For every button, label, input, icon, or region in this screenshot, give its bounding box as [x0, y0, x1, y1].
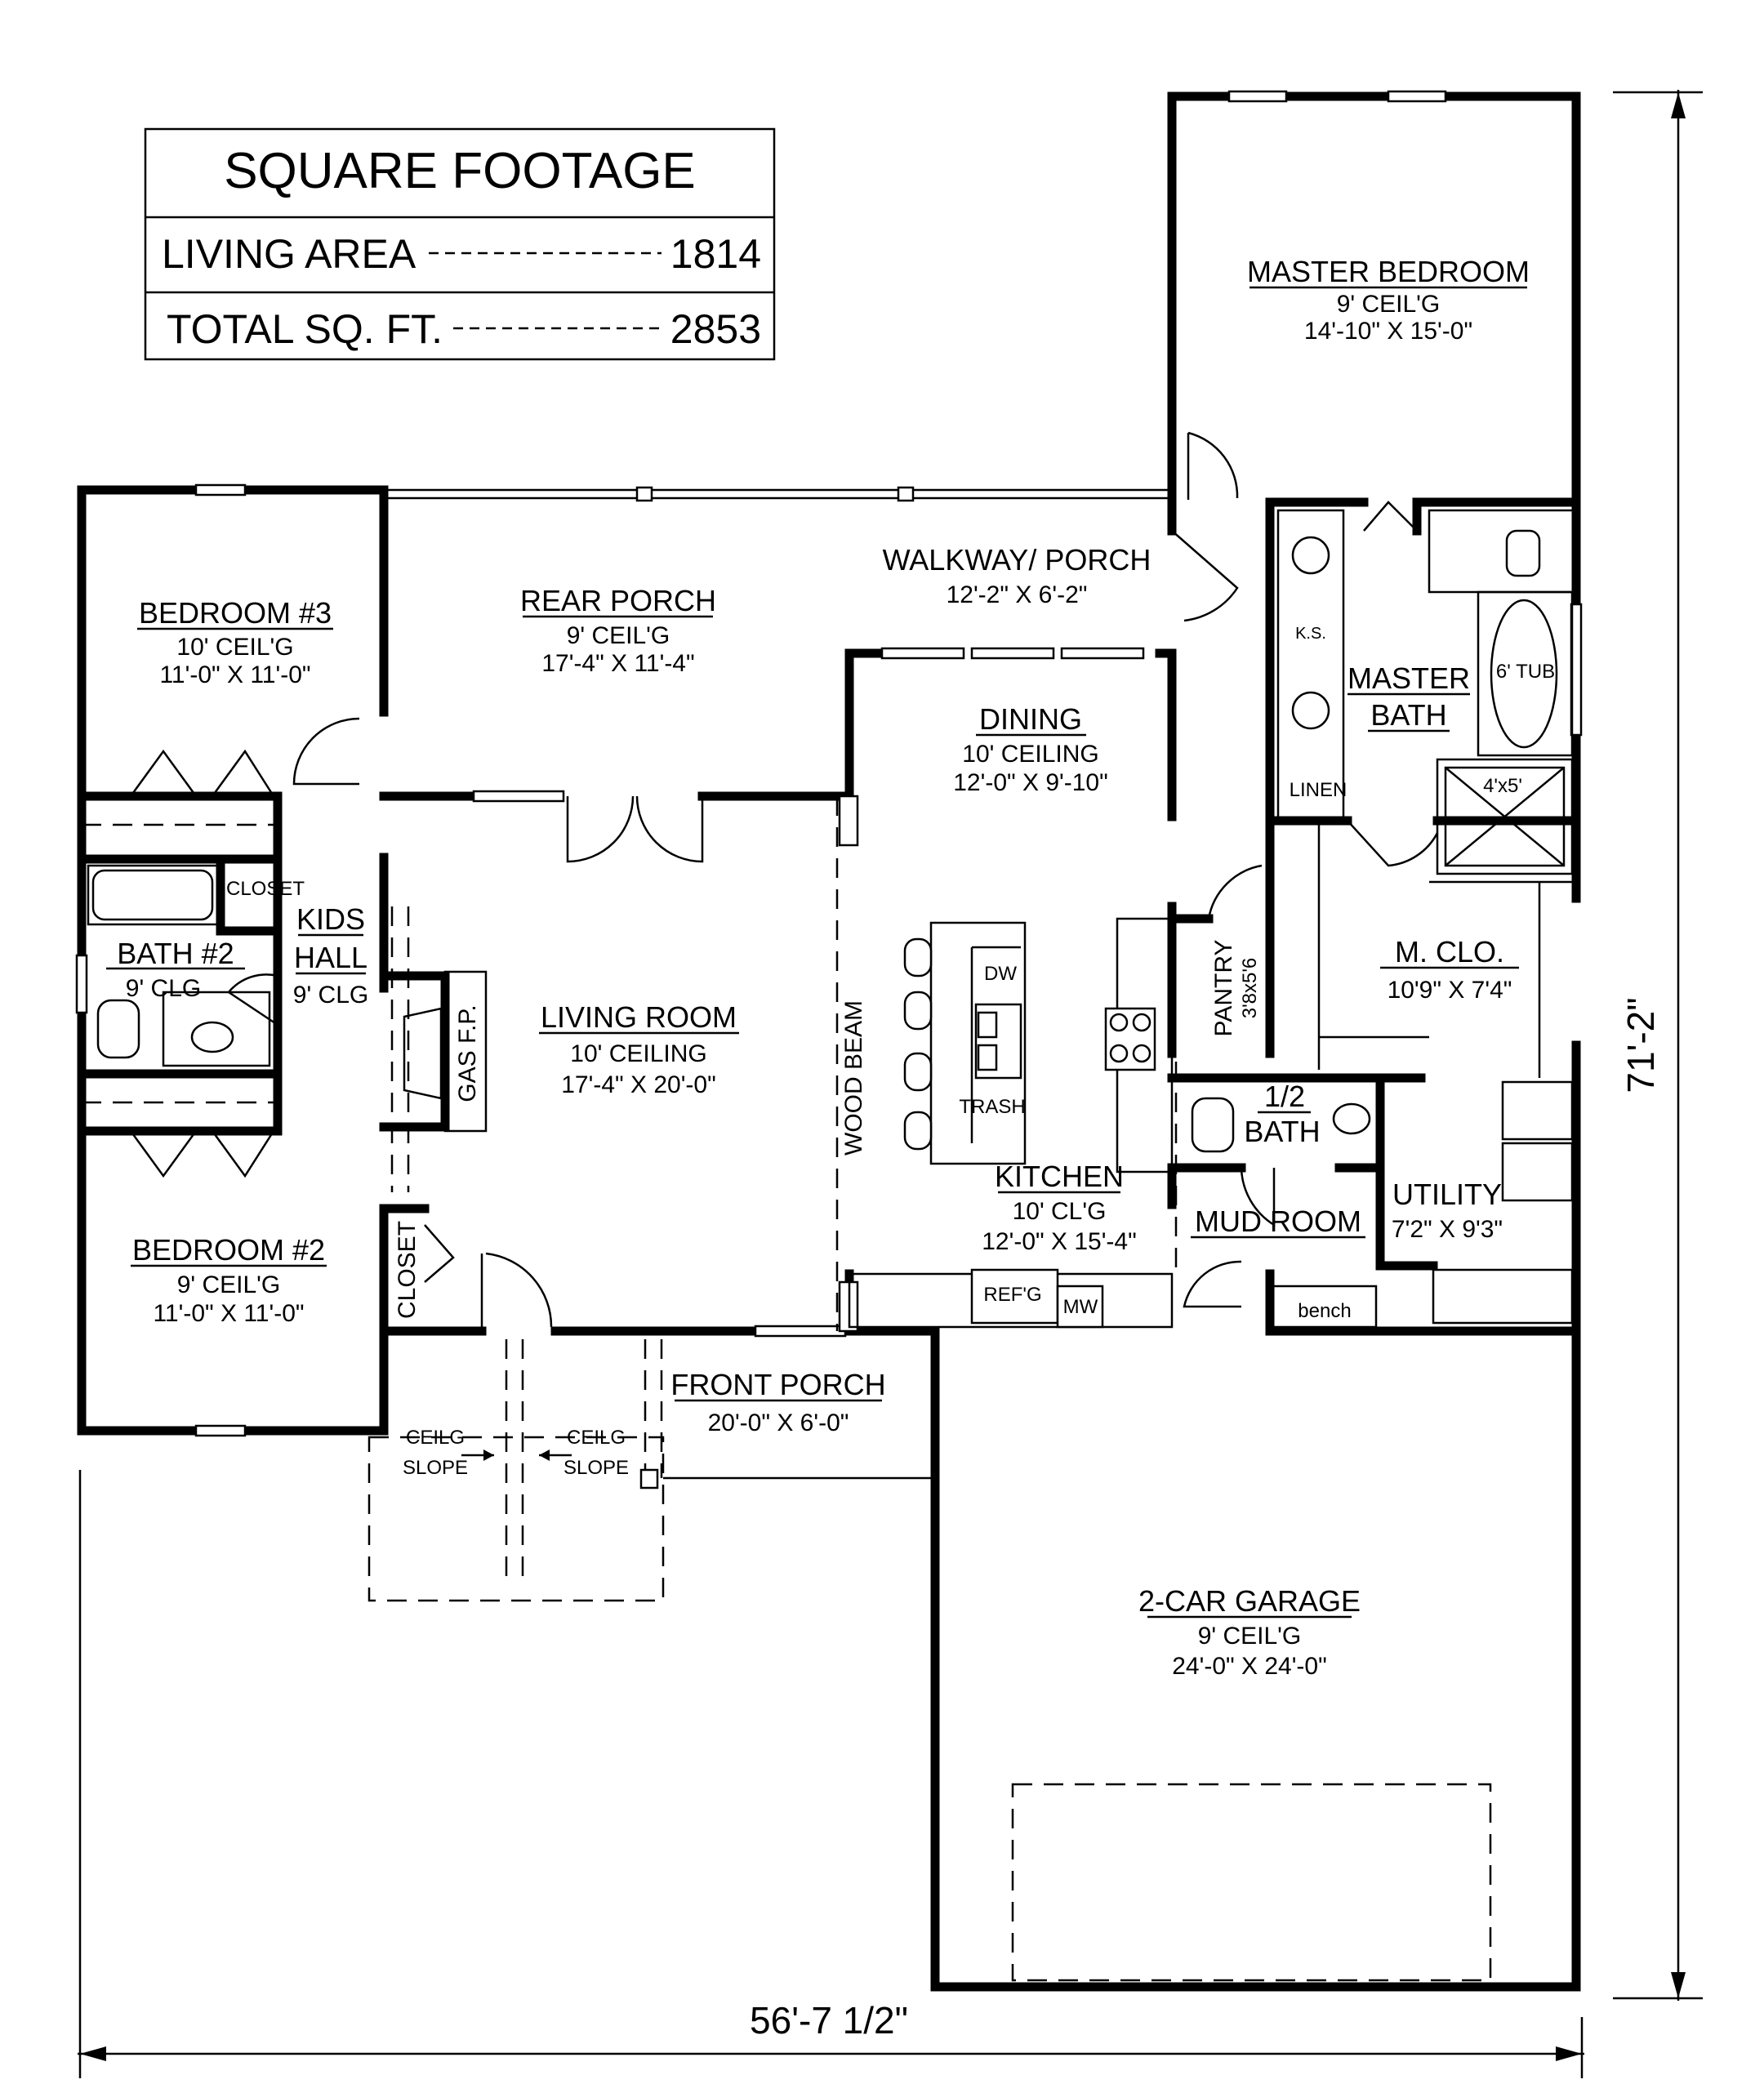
half-bath-line1: 1/2	[1264, 1080, 1305, 1113]
master-bedroom-ceiling: 9' CEIL'G	[1337, 291, 1441, 318]
ceilg-slope-right-2: SLOPE	[564, 1457, 629, 1479]
total-sqft-label: TOTAL SQ. FT.	[167, 306, 443, 352]
total-sqft-value: 2853	[670, 306, 761, 352]
dining-size: 12'-0" X 9'-10"	[953, 769, 1108, 796]
ceilg-slope-left-1: CEILG	[406, 1427, 465, 1449]
rear-porch-name: REAR PORCH	[520, 584, 716, 617]
master-bedroom-name: MASTER BEDROOM	[1247, 255, 1530, 288]
kids-hall-line2: HALL	[294, 941, 368, 974]
front-porch-size: 20'-0" X 6'-0"	[708, 1409, 849, 1436]
ceilg-slope-left-2: SLOPE	[403, 1457, 468, 1479]
rear-porch-ceiling: 9' CEIL'G	[567, 622, 670, 649]
master-closet-name: M. CLO.	[1395, 935, 1504, 969]
bedroom-2-ceiling: 9' CEIL'G	[177, 1271, 281, 1298]
half-bath-line2: BATH	[1244, 1115, 1320, 1148]
kids-hall-ceiling: 9' CLG	[293, 982, 368, 1009]
living-area-label: LIVING AREA	[162, 231, 416, 277]
kids-hall-line1: KIDS	[296, 902, 365, 936]
bedroom-3-size: 11'-0" X 11'-0"	[159, 661, 310, 688]
tub-label: 6' TUB	[1496, 661, 1555, 683]
depth-dimension: 71'-2"	[1619, 997, 1662, 1093]
microwave-label: MW	[1063, 1296, 1098, 1318]
master-bath-name-2: BATH	[1370, 698, 1446, 732]
rear-porch-size: 17'-4" X 11'-4"	[541, 650, 694, 677]
living-room-size: 17'-4" X 20'-0"	[561, 1071, 716, 1098]
garage-ceiling: 9' CEIL'G	[1198, 1623, 1302, 1650]
bench-label: bench	[1298, 1300, 1351, 1322]
room-labels: MASTER BEDROOM 9' CEIL'G 14'-10" X 15'-0…	[106, 255, 1555, 1680]
kitchen-size: 12'-0" X 15'-4"	[982, 1228, 1137, 1255]
detail-lines	[75, 90, 1583, 1982]
bedroom-3-name: BEDROOM #3	[139, 596, 332, 630]
dining-name: DINING	[979, 702, 1082, 736]
trash-label: TRASH	[959, 1096, 1025, 1118]
wood-beam-label: WOOD BEAM	[840, 1000, 867, 1156]
living-room-name: LIVING ROOM	[541, 1000, 737, 1034]
pantry-size: 3'8x5'6	[1239, 958, 1261, 1019]
width-dimension: 56'-7 1/2"	[750, 1999, 908, 2042]
square-footage-table: SQUARE FOOTAGE LIVING AREA 1814 TOTAL SQ…	[144, 127, 776, 361]
dining-ceiling: 10' CEILING	[962, 741, 1098, 768]
kitchen-ceiling: 10' CL'G	[1013, 1198, 1107, 1225]
bath-2-closet: CLOSET	[226, 878, 305, 900]
pantry-name: PANTRY	[1210, 940, 1237, 1037]
shower-label: 4'x5'	[1483, 775, 1522, 797]
linen-label: LINEN	[1290, 779, 1348, 801]
door-swings	[129, 431, 1439, 1328]
ceilg-slope-right-1: CEILG	[567, 1427, 626, 1449]
bath-2-ceiling: 9' CLG	[126, 975, 201, 1002]
bedroom-2-size: 11'-0" X 11'-0"	[153, 1300, 304, 1327]
living-room-ceiling: 10' CEILING	[570, 1040, 706, 1067]
master-bath-name-1: MASTER	[1348, 661, 1470, 695]
walls	[77, 91, 1581, 1992]
utility-size: 7'2" X 9'3"	[1392, 1216, 1503, 1243]
front-porch-name: FRONT PORCH	[670, 1368, 885, 1401]
bedroom-2-name: BEDROOM #2	[132, 1233, 325, 1267]
dimension-lines: 56'-7 1/2" 71'-2"	[78, 90, 1703, 2078]
mud-room-name: MUD ROOM	[1195, 1205, 1361, 1238]
closet-label: CLOSET	[394, 1221, 421, 1319]
sqft-title: SQUARE FOOTAGE	[224, 143, 696, 199]
master-bedroom-size: 14'-10" X 15'-0"	[1304, 318, 1472, 345]
garage-name: 2-CAR GARAGE	[1138, 1584, 1361, 1618]
refrigerator-label: REF'G	[983, 1284, 1041, 1306]
gas-fireplace-label: GAS F.P.	[454, 1004, 481, 1102]
walkway-porch-name: WALKWAY/ PORCH	[883, 543, 1152, 577]
ks-label: K.S.	[1295, 625, 1326, 643]
utility-name: UTILITY	[1392, 1178, 1502, 1211]
walkway-porch-size: 12'-2" X 6'-2"	[947, 581, 1088, 608]
kitchen-name: KITCHEN	[995, 1160, 1124, 1193]
garage-size: 24'-0" X 24'-0"	[1172, 1653, 1327, 1680]
bath-2-name: BATH #2	[117, 937, 234, 970]
dishwasher-label: DW	[984, 963, 1017, 985]
living-area-value: 1814	[670, 231, 761, 277]
bedroom-3-ceiling: 10' CEIL'G	[176, 634, 293, 661]
master-closet-size: 10'9" X 7'4"	[1388, 977, 1512, 1004]
